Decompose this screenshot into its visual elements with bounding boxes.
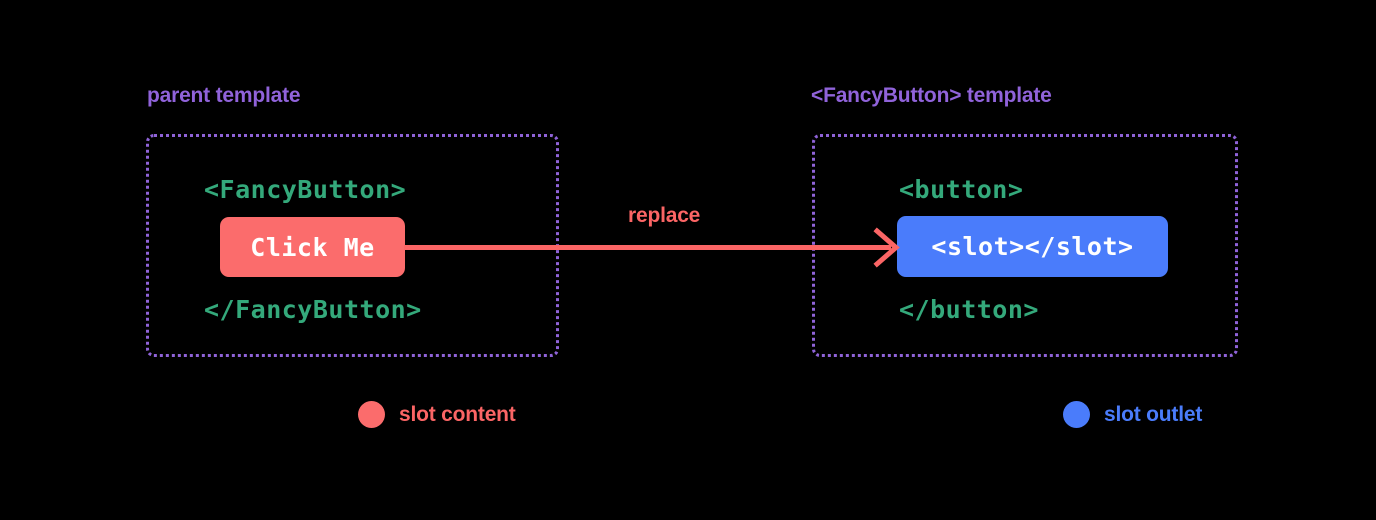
fancybutton-open-tag: <FancyButton> bbox=[204, 175, 407, 204]
legend-label-slot-content: slot content bbox=[399, 402, 516, 426]
button-close-tag: </button> bbox=[899, 295, 1039, 324]
slot-outlet-chip: <slot></slot> bbox=[897, 216, 1168, 277]
legend-label-slot-outlet: slot outlet bbox=[1104, 402, 1203, 426]
parent-template-label: parent template bbox=[147, 84, 301, 107]
slot-content-chip: Click Me bbox=[220, 217, 405, 277]
legend-item-slot-content: slot content bbox=[358, 401, 516, 428]
legend-item-slot-outlet: slot outlet bbox=[1063, 401, 1202, 428]
slot-outlet-dot-icon bbox=[1063, 401, 1090, 428]
slot-content-dot-icon bbox=[358, 401, 385, 428]
fancybutton-template-label: <FancyButton> template bbox=[811, 84, 1052, 107]
replace-label: replace bbox=[628, 204, 701, 227]
replace-arrow-icon bbox=[404, 227, 900, 268]
fancybutton-close-tag: </FancyButton> bbox=[204, 295, 422, 324]
button-open-tag: <button> bbox=[899, 175, 1024, 204]
